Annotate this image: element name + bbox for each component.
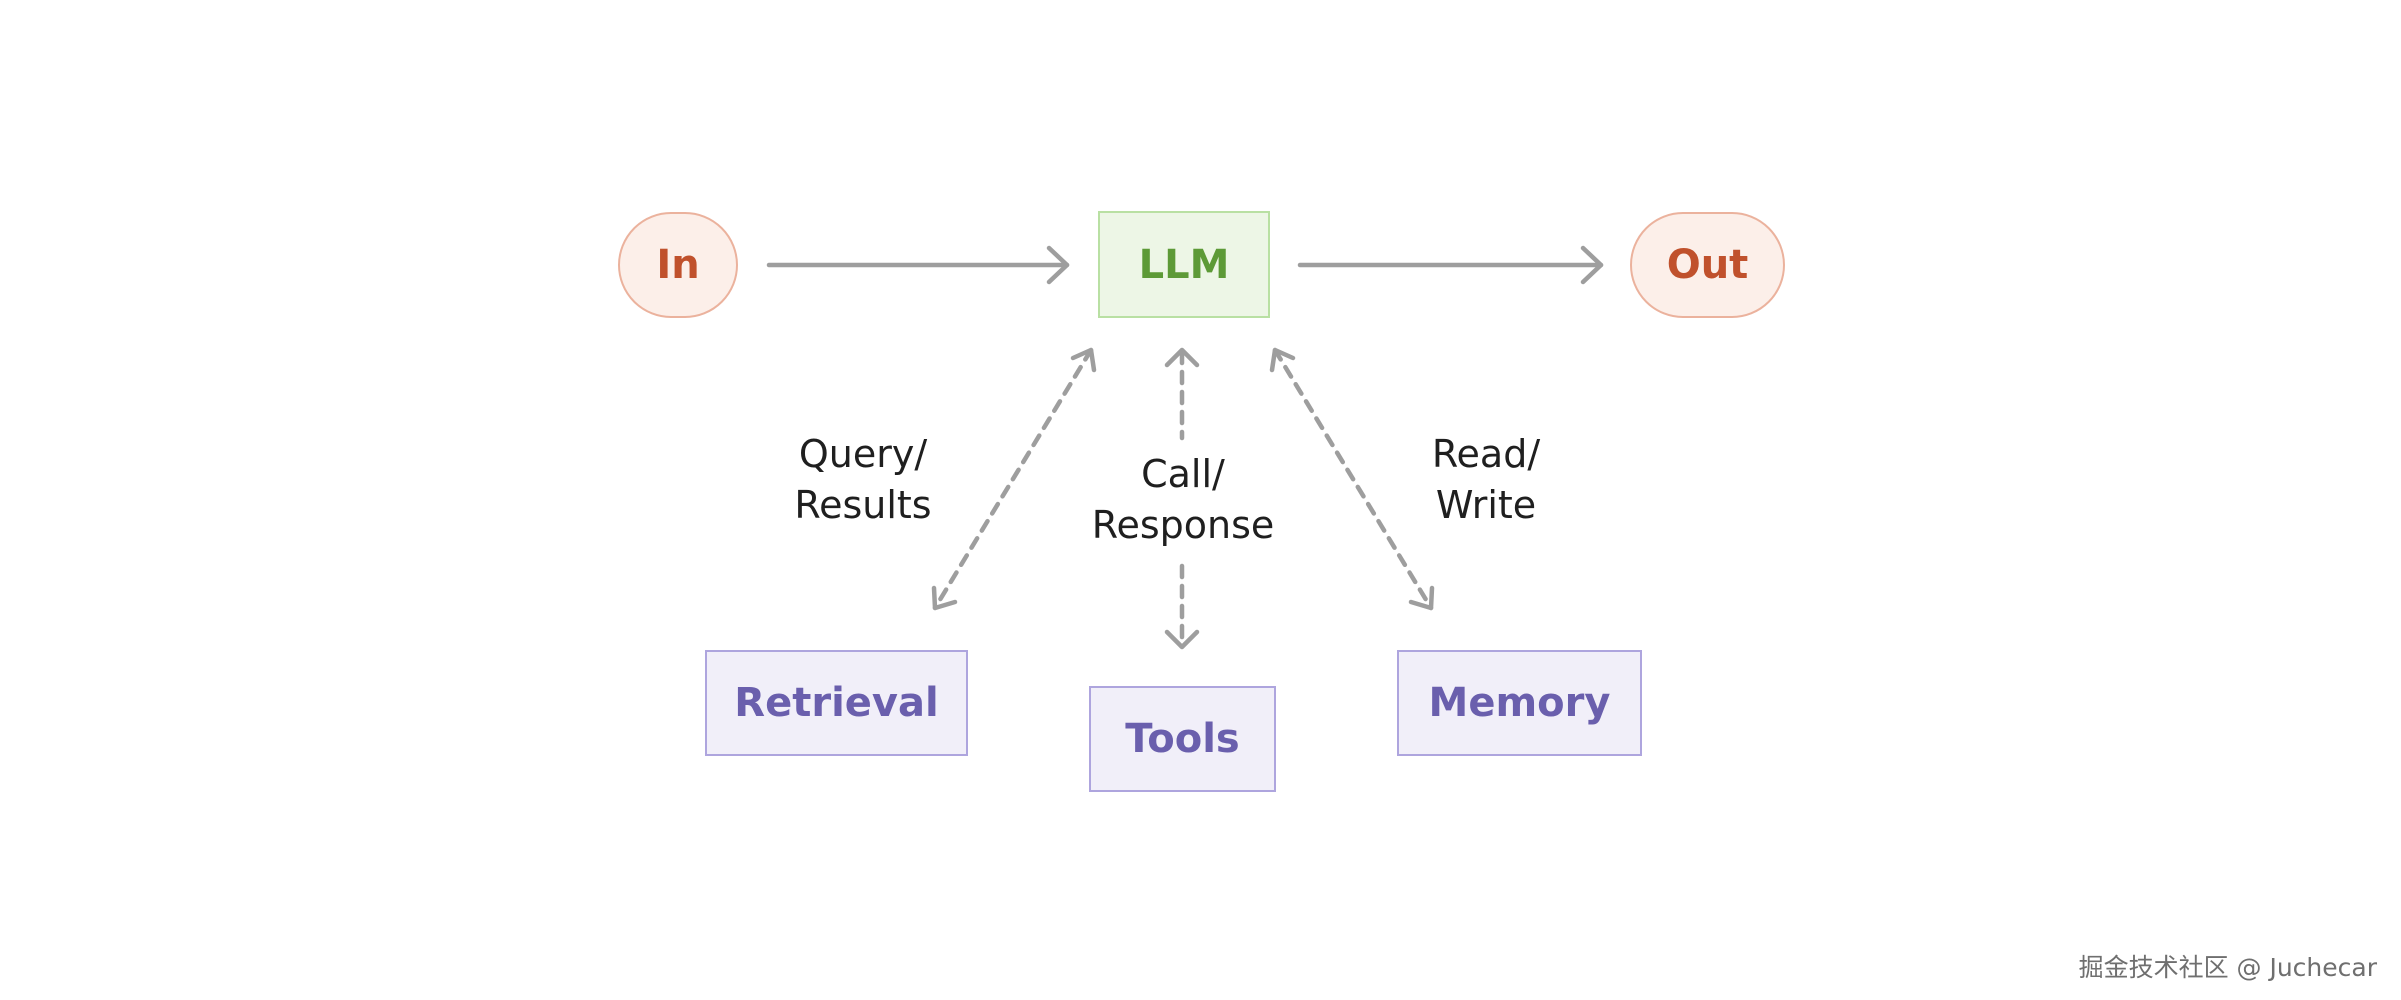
memory-node: Memory bbox=[1397, 650, 1642, 756]
edge-llm-retrieval bbox=[931, 347, 1097, 611]
retrieval-node: Retrieval bbox=[705, 650, 968, 756]
edge-llm-memory bbox=[1269, 347, 1435, 611]
memory-node-label: Memory bbox=[1428, 680, 1611, 726]
output-node-label: Out bbox=[1666, 242, 1749, 288]
input-node: In bbox=[618, 212, 738, 318]
edge-llm-tools bbox=[1164, 347, 1200, 650]
tools-node: Tools bbox=[1089, 686, 1276, 792]
input-node-label: In bbox=[656, 242, 700, 288]
watermark: 掘金技术社区 @ Juchecar bbox=[2078, 953, 2377, 982]
llm-node: LLM bbox=[1098, 211, 1270, 318]
tools-edge-label: Call/ Response bbox=[1091, 452, 1275, 547]
tools-node-label: Tools bbox=[1125, 716, 1240, 762]
edge-llm-to-out bbox=[1297, 245, 1604, 285]
retrieval-edge-label: Query/ Results bbox=[794, 432, 932, 527]
edge-in-to-llm bbox=[766, 245, 1070, 285]
memory-edge-label: Read/ Write bbox=[1431, 432, 1541, 527]
retrieval-node-label: Retrieval bbox=[734, 680, 939, 726]
output-node: Out bbox=[1630, 212, 1785, 318]
llm-node-label: LLM bbox=[1138, 241, 1230, 288]
